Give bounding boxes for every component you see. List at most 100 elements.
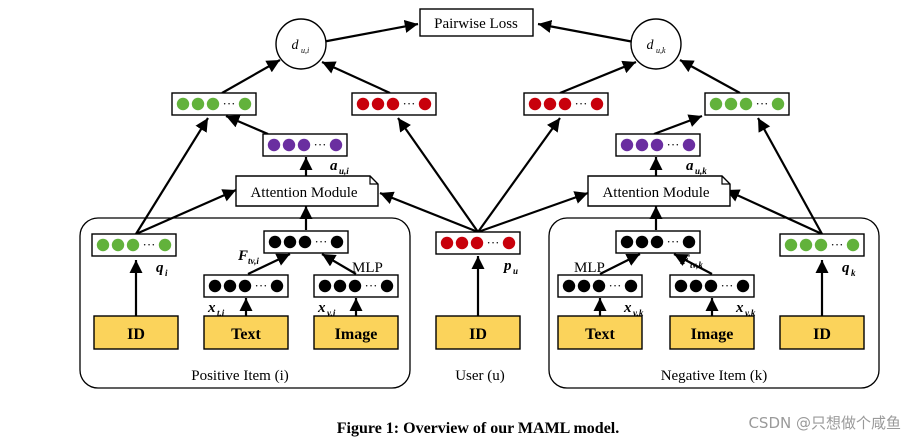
vector-dot: [724, 97, 738, 111]
input-text-negative: [557, 315, 643, 350]
vector-dot: [386, 97, 400, 111]
vector-dot: [176, 97, 190, 111]
mlp-label-right: MLP: [574, 260, 605, 276]
vector-ellipsis: ···: [143, 237, 156, 252]
vector-dot: [470, 236, 484, 250]
input-id-user: [435, 315, 521, 350]
input-text-positive: [203, 315, 289, 350]
vector-ellipsis: ···: [756, 96, 769, 111]
attention-module-left-label: Attention Module: [250, 185, 357, 201]
distance-left-sub: u,i: [301, 46, 309, 55]
vector-dot: [208, 279, 222, 293]
vector-dot: [709, 97, 723, 111]
vector-dot: [635, 138, 649, 152]
x-vi-sub: v,i: [327, 308, 336, 318]
input-id-negative-label: ID: [813, 326, 831, 343]
pairwise-loss-box: [419, 8, 534, 37]
distance-right-sub: u,k: [656, 46, 666, 55]
distance-right-main: d: [647, 38, 655, 53]
fused-right-vector: ···: [615, 230, 701, 254]
vector-dot: [268, 235, 282, 249]
x-vk-image-sub: v,k: [745, 308, 756, 318]
vector-dot: [380, 279, 394, 293]
attn-right-main: a: [686, 158, 694, 174]
attn-left-main: a: [330, 158, 338, 174]
user-label: User (u): [455, 368, 505, 384]
top-mid-right-vector: ···: [523, 92, 609, 116]
csdn-watermark: CSDN @只想做个咸鱼: [748, 414, 901, 432]
input-text-negative-label: Text: [585, 326, 615, 343]
vector-dot: [624, 279, 638, 293]
figure-caption: Figure 1: Overview of our MAML model.: [337, 420, 619, 437]
attention-module-right-label: Attention Module: [602, 185, 709, 201]
x-ti-vector: ···: [203, 274, 289, 298]
vector-ellipsis: ···: [487, 235, 500, 250]
vector-ellipsis: ···: [403, 96, 416, 111]
vector-ellipsis: ···: [223, 96, 236, 111]
q-i-main: q: [156, 260, 164, 276]
input-image-positive-label: Image: [335, 326, 378, 343]
vector-labels: a u,i a u,k F tv,i F tv,k q i q k p u x …: [156, 158, 856, 318]
x-ti-sub: t,i: [217, 308, 225, 318]
vector-ellipsis: ···: [721, 278, 734, 293]
positive-item-label: Positive Item (i): [191, 368, 289, 384]
input-boxes: ID Text Image ID Text Image ID: [93, 315, 865, 350]
q-k-main: q: [842, 260, 850, 276]
input-id-positive: [93, 315, 179, 350]
vector-dot: [704, 279, 718, 293]
fused-right-sub: tv,k: [690, 260, 703, 270]
vector-dot: [739, 97, 753, 111]
vector-dot: [111, 238, 125, 252]
vector-dot: [191, 97, 205, 111]
fused-left-main: F: [237, 248, 248, 264]
vector-dot: [126, 238, 140, 252]
p-u-main: p: [502, 258, 512, 274]
vector-dot: [283, 235, 297, 249]
vector-dot: [814, 238, 828, 252]
embedding-vectors: ··· ··· ··· ··· ··· ··· ··· ··· ··· ··· ··· ··· ··· ·…: [91, 92, 865, 298]
vector-dot: [558, 97, 572, 111]
vector-ellipsis: ···: [365, 278, 378, 293]
attn-left-vector: ···: [262, 133, 348, 157]
arrows: [129, 19, 829, 316]
vector-dot: [333, 279, 347, 293]
positive-item-group: [79, 217, 411, 389]
negative-item-label: Negative Item (k): [661, 368, 768, 384]
distance-node-left: [275, 18, 327, 70]
x-ti-main: x: [207, 300, 216, 316]
vector-dot: [329, 138, 343, 152]
vector-dot: [650, 235, 664, 249]
vector-ellipsis: ···: [575, 96, 588, 111]
vector-dot: [689, 279, 703, 293]
vector-ellipsis: ···: [315, 234, 328, 249]
vector-dot: [502, 236, 516, 250]
vector-dot: [267, 138, 281, 152]
vector-dot: [682, 235, 696, 249]
attention-module-right: [587, 175, 731, 207]
vector-dot: [543, 97, 557, 111]
vector-ellipsis: ···: [667, 234, 680, 249]
vector-dot: [298, 235, 312, 249]
p-u-sub: u: [513, 266, 518, 276]
attention-module-left: [235, 175, 379, 207]
user-vector: ···: [435, 231, 521, 255]
vector-ellipsis: ···: [831, 237, 844, 252]
vector-dot: [620, 138, 634, 152]
vector-dot: [356, 97, 370, 111]
input-image-positive: [313, 315, 399, 350]
fused-left-vector: ···: [263, 230, 349, 254]
vector-ellipsis: ···: [609, 278, 622, 293]
x-vk-image-main: x: [735, 300, 744, 316]
input-id-positive-label: ID: [127, 326, 145, 343]
q-k-sub: k: [851, 268, 856, 278]
x-vk-image-vector: ···: [669, 274, 755, 298]
mlp-label-left: MLP: [352, 260, 383, 276]
vector-dot: [418, 97, 432, 111]
distance-left-main: d: [292, 38, 300, 53]
vector-dot: [635, 235, 649, 249]
vector-dot: [270, 279, 284, 293]
q-i-sub: i: [165, 268, 168, 278]
fused-right-main: F: [679, 252, 690, 268]
x-vi-vector: ···: [313, 274, 399, 298]
